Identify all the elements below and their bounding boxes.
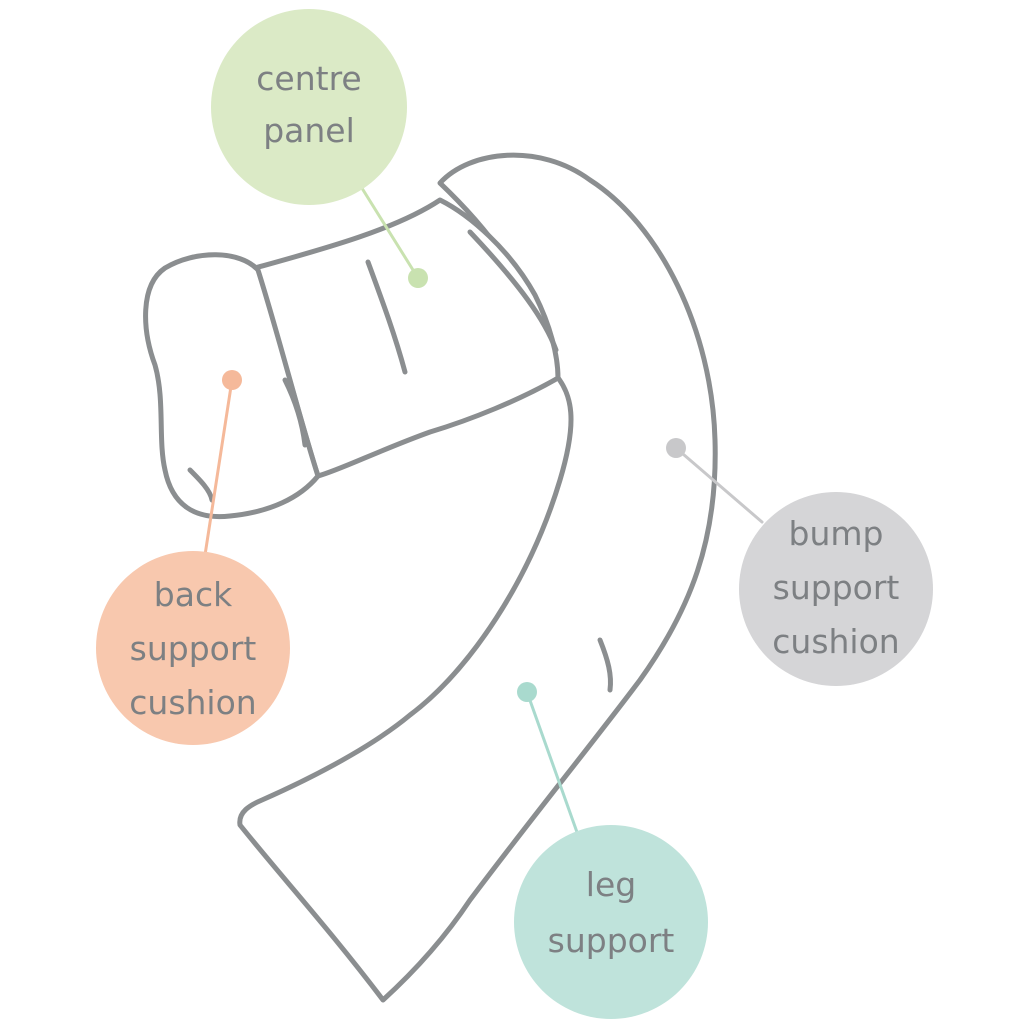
centre-panel-badge bbox=[211, 9, 407, 205]
pillow-fold-cushion bbox=[282, 377, 308, 448]
pillow-fold-panel-a bbox=[365, 259, 408, 375]
centre-panel-label-line-2: panel bbox=[263, 111, 355, 150]
leg-support-leader bbox=[525, 690, 580, 837]
centre-panel-leader bbox=[358, 183, 420, 280]
pillow-fold-panel-b bbox=[467, 229, 559, 353]
bump-support-dot bbox=[666, 438, 686, 458]
back-support-leader bbox=[203, 378, 234, 557]
pillow-fold-tail bbox=[597, 637, 613, 693]
leg-support-label-line-1: leg bbox=[586, 865, 636, 904]
bump-support-badge bbox=[739, 492, 933, 686]
bump-support-label-line-3: cushion bbox=[772, 622, 899, 661]
back-support-callout: back support cushion bbox=[96, 370, 290, 745]
leg-support-callout: leg support bbox=[514, 682, 708, 1019]
centre-panel-callout: centre panel bbox=[211, 9, 428, 288]
bump-support-leader bbox=[674, 446, 764, 524]
leg-support-badge bbox=[514, 825, 708, 1019]
centre-panel-dot bbox=[408, 268, 428, 288]
leg-support-label-line-2: support bbox=[548, 921, 675, 960]
back-support-dot bbox=[222, 370, 242, 390]
bump-support-label-line-1: bump bbox=[789, 514, 884, 553]
bump-support-label-line-2: support bbox=[773, 568, 900, 607]
pillow-body bbox=[237, 152, 718, 1003]
back-support-badge bbox=[96, 551, 290, 745]
back-support-label-line-3: cushion bbox=[129, 683, 256, 722]
back-support-label-line-2: support bbox=[130, 629, 257, 668]
back-support-label-line-1: back bbox=[154, 575, 233, 614]
leg-support-dot bbox=[517, 682, 537, 702]
bump-support-callout: bump support cushion bbox=[666, 438, 933, 686]
centre-panel-label-line-1: centre bbox=[256, 59, 361, 98]
pillow-fold-left bbox=[187, 467, 215, 503]
